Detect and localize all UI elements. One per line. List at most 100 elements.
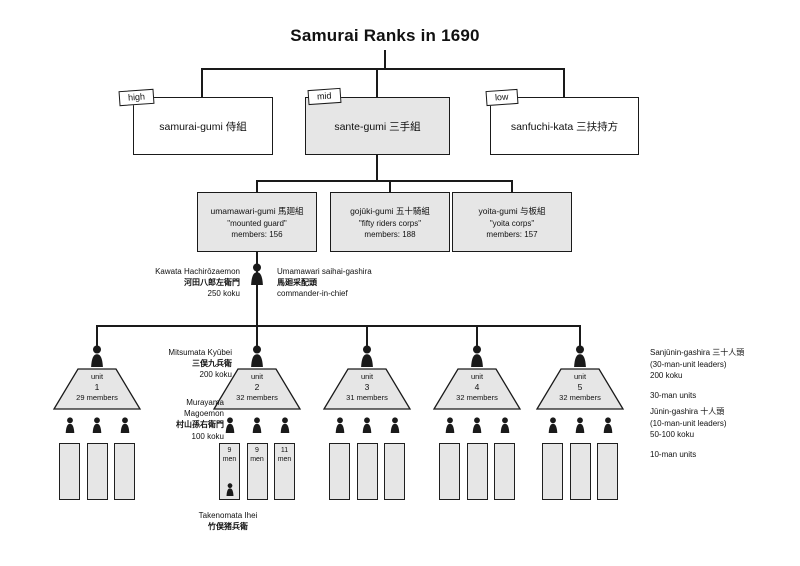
rank-tag-mid: mid [307, 87, 341, 106]
unit-word: unit [360, 372, 374, 381]
unit-trapezoid [52, 368, 142, 410]
unit2-leader-kanji: 三俣九兵衛 [192, 359, 232, 369]
squad-leader-person-icon [471, 417, 483, 433]
unit2-leader-name: Mitsumata Kyūbei [168, 348, 232, 357]
corps-members: members: 157 [486, 230, 538, 239]
unit-group-4: unit 4 32 members [432, 345, 522, 545]
legend-ten-leaders: Jūnin-gashira 十人頭 (10-man-unit leaders) … [650, 406, 785, 441]
connector-line [201, 68, 203, 97]
squad-cell [597, 443, 618, 500]
commander-name-label: Kawata Hachirōzaemon 河田八郎左衛門 250 koku [110, 266, 240, 300]
corps-members: members: 156 [231, 230, 283, 239]
unit-trapezoid [432, 368, 522, 410]
corps-members: members: 188 [364, 230, 416, 239]
squad-leader-person-icon [547, 417, 559, 433]
squad-cell [569, 443, 591, 500]
unit-trapezoid [535, 368, 625, 410]
commander-title: Umamawari saihai-gashira [277, 267, 372, 276]
unit-leader-person-icon [572, 345, 588, 367]
connector-line [376, 155, 378, 181]
rank-tag-high: high [118, 88, 155, 107]
legend-thirty-units: 30-man units [650, 391, 697, 400]
squad-cell [356, 443, 378, 500]
unit2-subleader-label: Murayama Magoemon 村山孫右衛門 100 koku [124, 397, 224, 442]
connector-line [366, 325, 368, 348]
squad-cell-11-men: 11 men [274, 443, 295, 500]
unit-members: 32 members [236, 392, 278, 402]
corps-box-gojuki: gojūki-gumi 五十騎組 "fifty riders corps" me… [330, 192, 450, 252]
commander-title-label: Umamawari saihai-gashira 馬廻采配頭 commander… [277, 266, 417, 300]
connector-line [96, 325, 98, 348]
squad-cell [542, 443, 563, 500]
squad-leader-person-icon [224, 417, 236, 433]
squad-leader-person-icon [64, 417, 76, 433]
connector-line [389, 180, 391, 193]
unit-trapezoid [212, 368, 302, 410]
unit-number: 4 [474, 381, 480, 392]
squad-cell [384, 443, 405, 500]
squad-cell [86, 443, 108, 500]
connector-line [476, 325, 478, 348]
connector-line [579, 325, 581, 348]
unit-label: unit 4 32 members [432, 372, 522, 403]
squad-cell [494, 443, 515, 500]
squad-unit-word: men [222, 455, 237, 463]
connector-line [563, 68, 565, 97]
corps-alias: "yoita corps" [489, 219, 535, 228]
unit-label: unit 1 29 members [52, 372, 142, 403]
legend-ten-title: Jūnin-gashira 十人頭 [650, 407, 725, 416]
unit2-subleader-kanji: 村山孫右衛門 [176, 420, 224, 430]
squad-cell [466, 443, 488, 500]
commander-role: commander-in-chief [277, 289, 348, 299]
unit-word: unit [90, 372, 104, 381]
squad-leader-person-icon [279, 417, 291, 433]
corps-alias: "mounted guard" [227, 219, 287, 228]
squad-leader-kanji: 竹俣猪兵衛 [208, 522, 248, 532]
corps-name: umamawari-gumi 馬廻組 [210, 206, 304, 216]
unit-members: 29 members [76, 392, 118, 402]
rank-box-samurai-gumi: samurai-gumi 侍組 [133, 97, 273, 155]
squad-leader-person-icon [574, 417, 586, 433]
connector-line [376, 68, 378, 97]
unit2-subleader-name1: Murayama [186, 398, 224, 407]
unit-members: 32 members [456, 392, 498, 402]
unit-group-1: unit 1 29 members [52, 345, 142, 545]
rank-box-sanfuchi-kata: sanfuchi-kata 三扶持方 [490, 97, 639, 155]
squad-cell [439, 443, 460, 500]
unit-label: unit 3 31 members [322, 372, 412, 403]
unit-number: 1 [94, 381, 100, 392]
rank-tag-low: low [485, 88, 519, 107]
legend-ten-units: 10-man units [650, 450, 697, 459]
unit-word: unit [573, 372, 587, 381]
squad-leader-person-icon [602, 417, 614, 433]
corps-box-yoita: yoita-gumi 与板組 "yoita corps" members: 15… [452, 192, 572, 252]
unit2-leader-label: Mitsumata Kyūbei 三俣九兵衛 200 koku [132, 347, 232, 381]
legend-thirty-leaders: Sanjūnin-gashira 三十人頭 (30-man-unit leade… [650, 347, 785, 382]
corps-box-umamawari: umamawari-gumi 馬廻組 "mounted guard" membe… [197, 192, 317, 252]
unit-group-2: unit 2 32 members 9 men 9 men 11 men [212, 345, 302, 545]
unit-number: 3 [364, 381, 370, 392]
unit-word: unit [470, 372, 484, 381]
legend-ten-desc: (10-man-unit leaders) [650, 418, 727, 428]
unit2-subleader-name2: Magoemon [183, 409, 224, 419]
unit-group-3: unit 3 31 members [322, 345, 412, 545]
connector-line [256, 180, 258, 193]
squad-leader-person-icon [444, 417, 456, 433]
squad-cell-9-men: 9 men [246, 443, 268, 500]
unit2-squad-leader-label: Takenomata Ihei 竹俣猪兵衛 [168, 510, 288, 532]
connector-line [256, 325, 258, 348]
unit-label: unit 5 32 members [535, 372, 625, 403]
unit-number: 5 [577, 381, 583, 392]
legend-thirty-title: Sanjūnin-gashira 三十人頭 [650, 348, 745, 357]
squad-leader-person-icon [91, 417, 103, 433]
unit-label: unit 2 32 members [212, 372, 302, 403]
connector-line [511, 180, 513, 193]
connector-line [202, 68, 565, 70]
squad-count: 9 [255, 447, 259, 454]
squad-cell [114, 443, 135, 500]
legend-ten-stipend: 50-100 koku [650, 430, 695, 440]
connector-line [256, 252, 258, 326]
squad-leader-person-icon [251, 417, 263, 433]
unit-members: 32 members [559, 392, 601, 402]
